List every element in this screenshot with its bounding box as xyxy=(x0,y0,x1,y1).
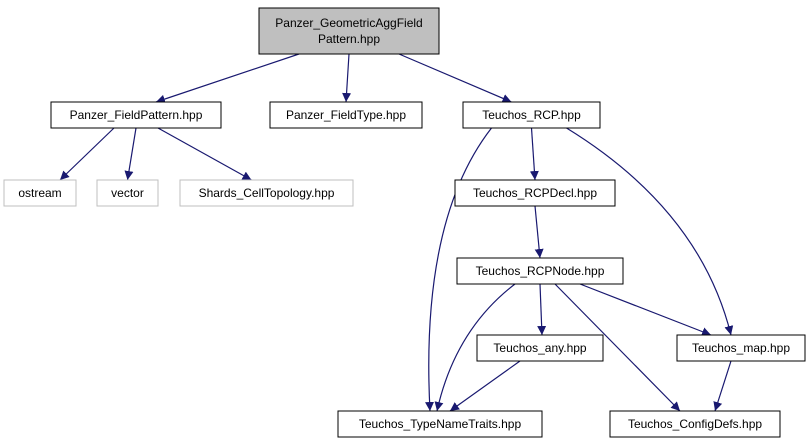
node-label-any: Teuchos_any.hpp xyxy=(493,341,587,355)
edge-rcpdecl-to-rcpnode xyxy=(534,205,544,259)
node-map[interactable]: Teuchos_map.hpp xyxy=(676,334,806,362)
edge-geometric-to-rcp xyxy=(398,53,512,103)
node-box-fieldpattern xyxy=(50,101,222,129)
node-box-ostream xyxy=(3,179,77,207)
node-label-fieldpattern: Panzer_FieldPattern.hpp xyxy=(70,108,203,122)
node-label-map: Teuchos_map.hpp xyxy=(692,341,790,355)
edge-geometric-to-fieldtype xyxy=(342,53,352,103)
node-box-configdefs xyxy=(609,410,781,438)
edge-fieldpattern-to-shards xyxy=(157,127,252,181)
edge-fieldpattern-to-vector xyxy=(124,127,137,181)
node-box-map xyxy=(676,334,806,362)
node-box-any xyxy=(476,334,604,362)
edge-any-to-typenametraits xyxy=(449,360,521,412)
node-rcpdecl[interactable]: Teuchos_RCPDecl.hpp xyxy=(454,179,616,207)
edge-rcpnode-to-any xyxy=(537,283,547,336)
nodes-layer: Panzer_GeometricAggFieldPattern.hppPanze… xyxy=(3,7,806,438)
node-label-geometric: Pattern.hpp xyxy=(318,32,380,46)
node-box-rcpnode xyxy=(456,257,624,285)
edges-layer xyxy=(59,53,734,412)
node-label-vector: vector xyxy=(111,186,144,200)
node-label-rcpdecl: Teuchos_RCPDecl.hpp xyxy=(473,186,597,200)
node-box-rcpdecl xyxy=(454,179,616,207)
edge-rcpnode-to-map xyxy=(579,283,712,336)
node-ostream: ostream xyxy=(3,179,77,207)
edge-rcp-to-map xyxy=(566,127,734,336)
node-label-rcp: Teuchos_RCP.hpp xyxy=(482,108,581,122)
edge-rcp-to-typenametraits xyxy=(425,127,492,412)
node-configdefs[interactable]: Teuchos_ConfigDefs.hpp xyxy=(609,410,781,438)
node-rcp[interactable]: Teuchos_RCP.hpp xyxy=(462,101,601,129)
node-vector: vector xyxy=(96,179,159,207)
node-typenametraits[interactable]: Teuchos_TypeNameTraits.hpp xyxy=(337,410,543,438)
node-label-configdefs: Teuchos_ConfigDefs.hpp xyxy=(628,417,762,431)
node-any[interactable]: Teuchos_any.hpp xyxy=(476,334,604,362)
edge-rcp-to-rcpdecl xyxy=(529,127,539,181)
node-rcpnode[interactable]: Teuchos_RCPNode.hpp xyxy=(456,257,624,285)
node-box-vector xyxy=(96,179,159,207)
node-box-rcp xyxy=(462,101,601,129)
edge-fieldpattern-to-ostream xyxy=(59,127,115,181)
node-box-geometric xyxy=(258,7,440,55)
edge-rcpnode-to-typenametraits xyxy=(434,283,516,412)
edge-rcpnode-to-configdefs xyxy=(554,283,681,412)
node-fieldtype[interactable]: Panzer_FieldType.hpp xyxy=(269,101,423,129)
node-label-shards: Shards_CellTopology.hpp xyxy=(199,186,335,200)
node-label-ostream: ostream xyxy=(18,186,61,200)
node-box-typenametraits xyxy=(337,410,543,438)
edge-map-to-configdefs xyxy=(713,360,732,412)
node-box-fieldtype xyxy=(269,101,423,129)
node-box-shards xyxy=(179,179,354,207)
node-label-rcpnode: Teuchos_RCPNode.hpp xyxy=(476,264,605,278)
node-fieldpattern[interactable]: Panzer_FieldPattern.hpp xyxy=(50,101,222,129)
node-shards: Shards_CellTopology.hpp xyxy=(179,179,354,207)
node-label-fieldtype: Panzer_FieldType.hpp xyxy=(286,108,406,122)
node-label-typenametraits: Teuchos_TypeNameTraits.hpp xyxy=(359,417,522,431)
edge-geometric-to-fieldpattern xyxy=(155,53,300,104)
node-label-geometric: Panzer_GeometricAggField xyxy=(275,16,422,30)
